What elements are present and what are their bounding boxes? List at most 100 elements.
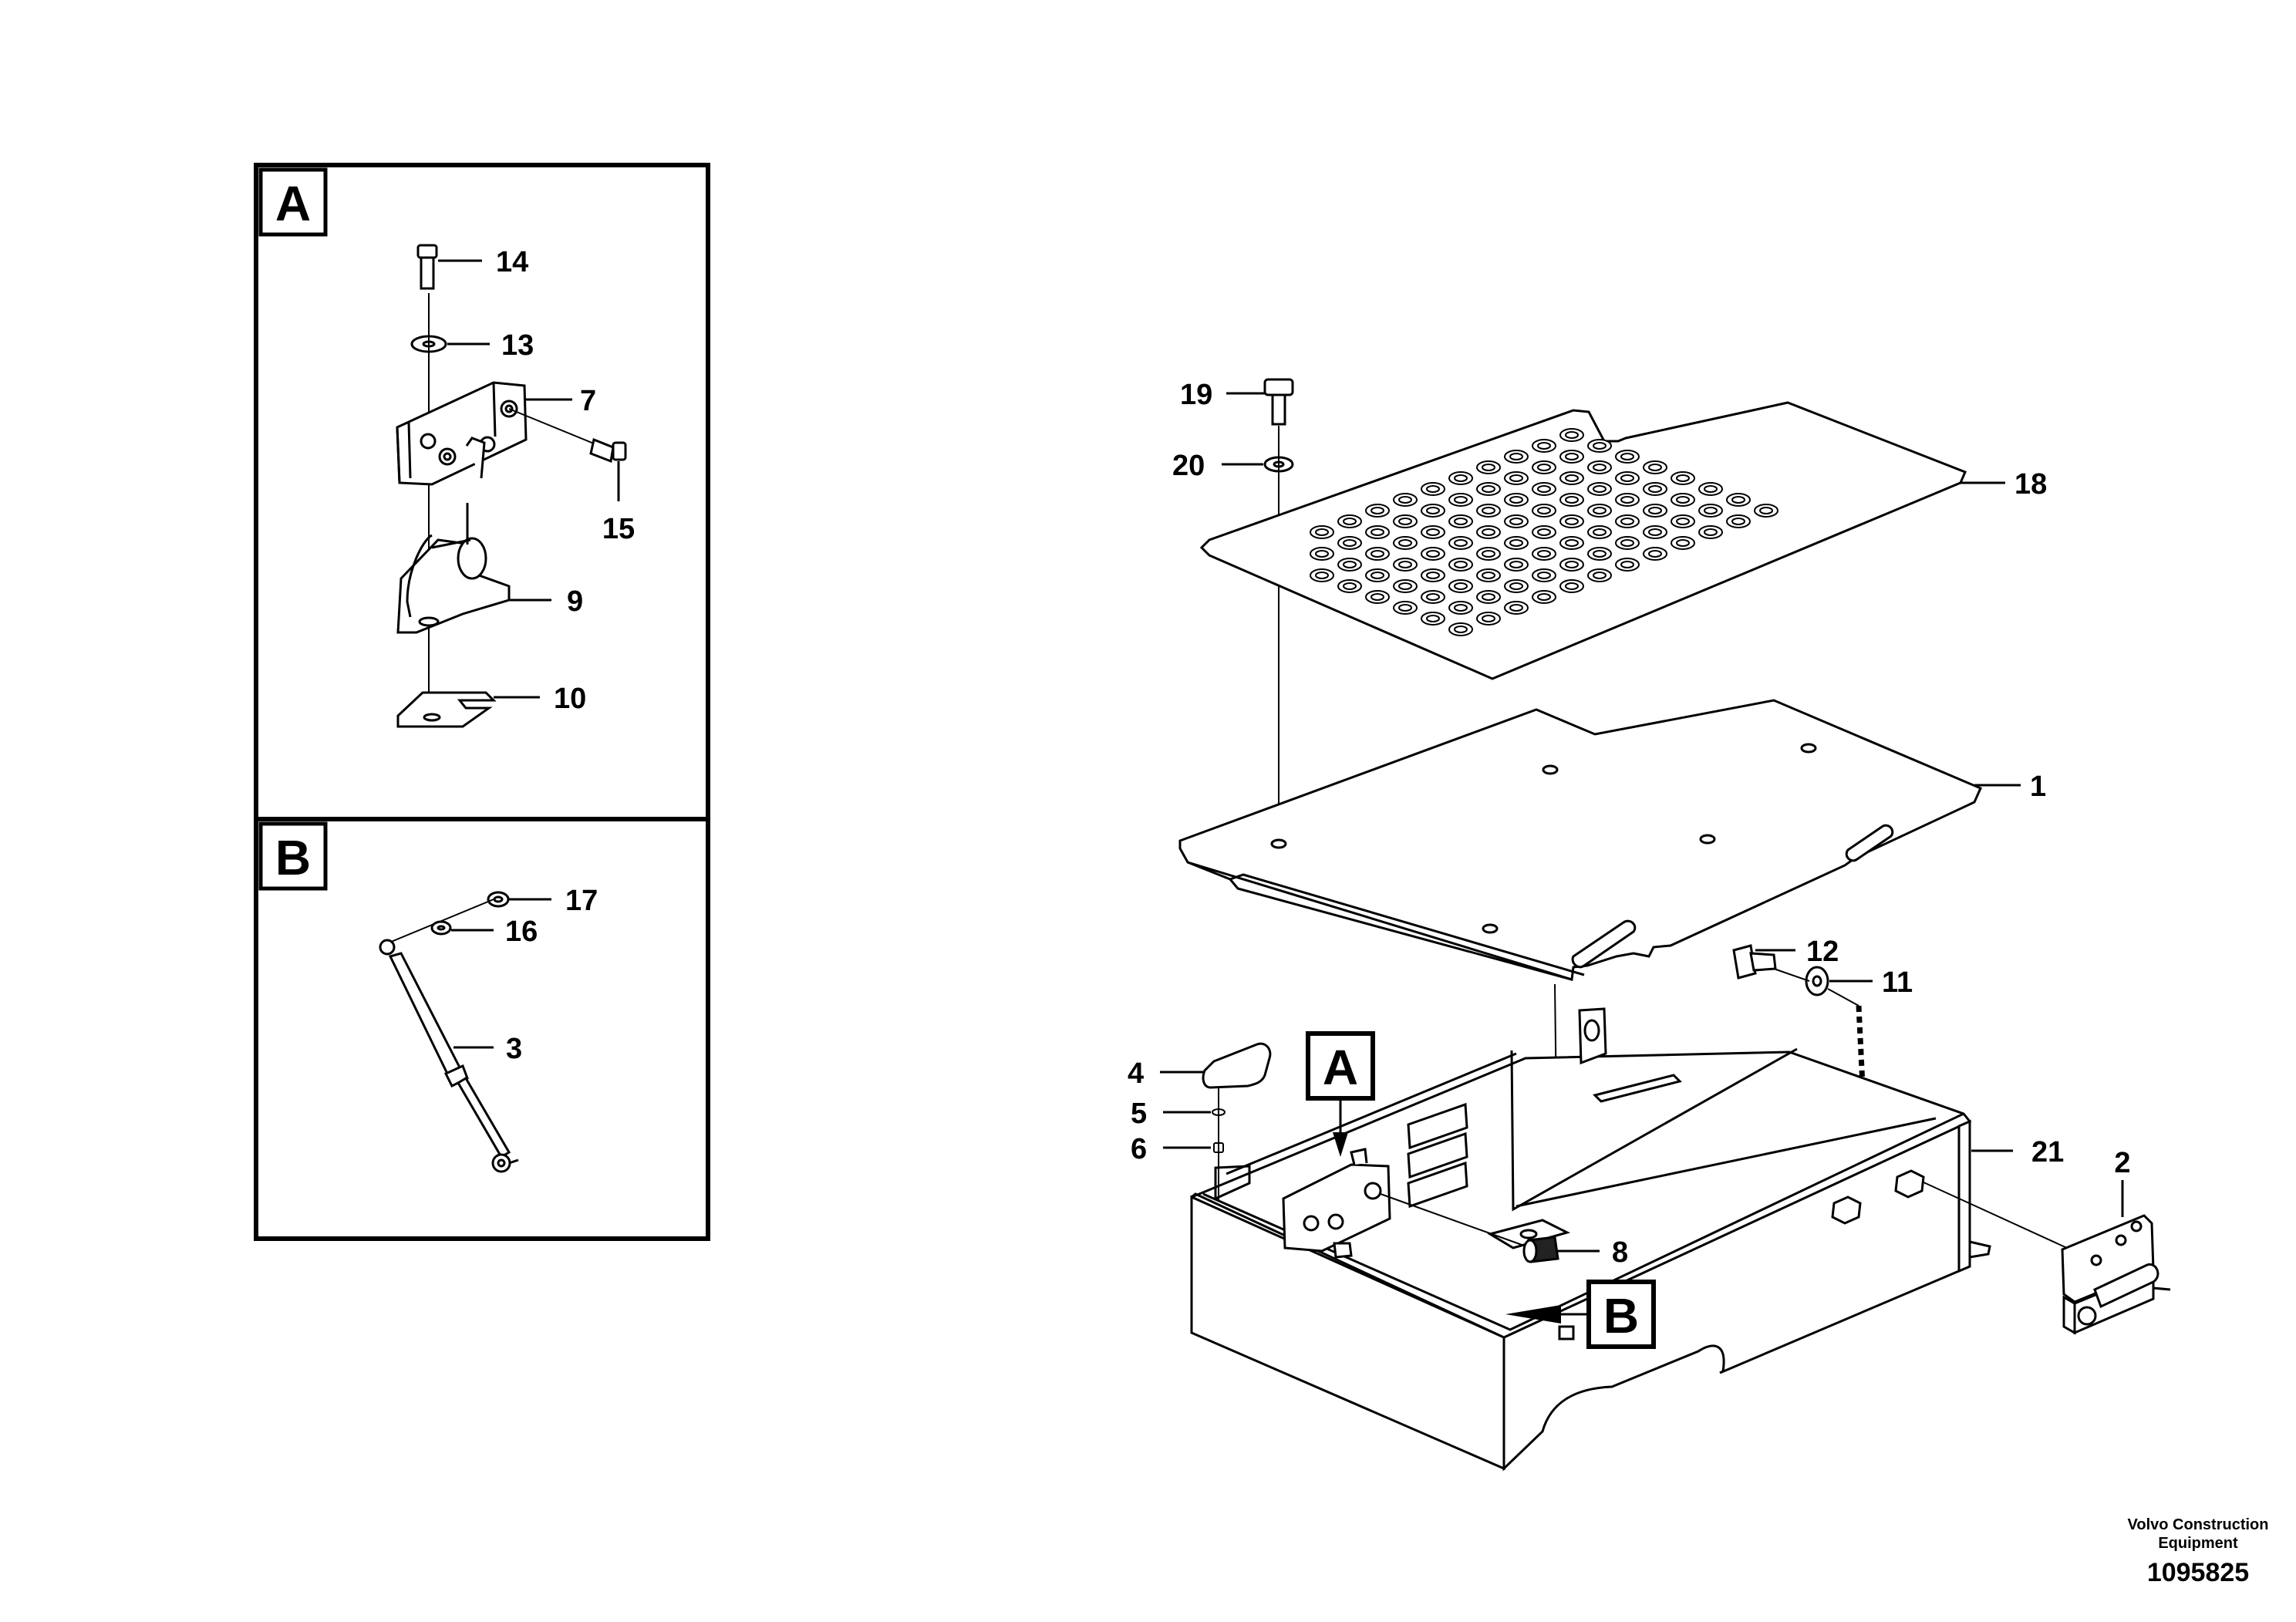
footer-brand-line2: Equipment	[2158, 1535, 2238, 1552]
mat-hole-inner	[1398, 604, 1412, 612]
screw-15-drawing	[589, 437, 627, 464]
mat-hole-inner	[1398, 518, 1412, 525]
mat-hole-inner	[1509, 561, 1523, 568]
mat-hole-inner	[1648, 507, 1662, 514]
mat-hole-inner	[1731, 496, 1745, 504]
callout-18: 18	[2014, 468, 2047, 501]
mat-hole-inner	[1426, 550, 1440, 558]
mat-hole-inner	[1482, 572, 1495, 579]
mat-hole-inner	[1509, 604, 1523, 612]
mat-hole-inner	[1593, 464, 1607, 471]
lock-7-drawing	[396, 381, 528, 486]
bracket-9-drawing	[396, 503, 511, 634]
mat-hole-inner	[1537, 528, 1551, 536]
mat-hole-inner	[1371, 572, 1384, 579]
ref-b-label: B	[1603, 1288, 1639, 1344]
callout-21: 21	[2031, 1136, 2064, 1168]
mat-hole-inner	[1482, 615, 1495, 622]
drawing-number: 1095825	[2146, 1558, 2250, 1587]
footer-brand-line1: Volvo Construction	[2127, 1516, 2269, 1533]
callout-7: 7	[580, 385, 596, 417]
axis-line-15	[508, 408, 604, 448]
callout-20: 20	[1172, 450, 1205, 482]
nut-17-drawing	[487, 891, 510, 908]
mat-hole-inner	[1426, 485, 1440, 493]
footer-brand: Volvo Construction Equipment	[2082, 1516, 2296, 1553]
cover-plate-1-drawing	[1178, 699, 1982, 981]
mat-hole-inner	[1565, 518, 1579, 525]
mat-hole-inner	[1371, 507, 1384, 514]
mat-hole-inner	[1593, 550, 1607, 558]
mat-hole-inner	[1315, 550, 1329, 558]
callout-1: 1	[2030, 771, 2046, 803]
floor-mat-18-drawing	[1199, 401, 1967, 680]
mat-hole-inner	[1593, 442, 1607, 450]
mat-hole-inner	[1759, 507, 1773, 514]
mat-hole-inner	[1482, 485, 1495, 493]
mat-hole-inner	[1565, 561, 1579, 568]
mat-hole-inner	[1704, 485, 1718, 493]
callout-15: 15	[602, 513, 635, 545]
mat-hole-inner	[1648, 550, 1662, 558]
mat-holes	[1310, 428, 1778, 636]
mat-hole-inner	[1593, 507, 1607, 514]
stop-4-drawing	[1202, 1042, 1272, 1089]
mat-hole-inner	[1371, 550, 1384, 558]
bolt-12-drawing	[1732, 944, 1777, 980]
axis-line-b	[385, 899, 494, 945]
mat-hole-inner	[1509, 518, 1523, 525]
mat-hole-inner	[1704, 507, 1718, 514]
mat-hole-inner	[1704, 528, 1718, 536]
callout-9: 9	[567, 585, 583, 618]
callout-14: 14	[496, 246, 528, 278]
mat-hole-inner	[1371, 593, 1384, 601]
shim-10-drawing	[396, 691, 497, 728]
mat-hole-inner	[1426, 593, 1440, 601]
box-21-drawing	[1190, 1007, 1991, 1472]
mat-hole-inner	[1676, 518, 1690, 525]
mat-hole-inner	[1426, 507, 1440, 514]
screw-8-drawing	[1522, 1236, 1559, 1263]
mat-hole-inner	[1731, 518, 1745, 525]
mat-hole-inner	[1509, 496, 1523, 504]
detail-view-b: B 17 16 3	[258, 821, 598, 1173]
mat-hole-inner	[1620, 539, 1634, 547]
lock-assembly-drawing	[1282, 1148, 1391, 1259]
ref-b-marker: B	[1505, 1280, 1656, 1349]
mat-hole-inner	[1648, 485, 1662, 493]
mat-hole-inner	[1676, 474, 1690, 482]
callout-10: 10	[554, 683, 586, 715]
mat-hole-inner	[1620, 496, 1634, 504]
mat-hole-inner	[1648, 528, 1662, 536]
mat-hole-inner	[1593, 528, 1607, 536]
mat-hole-inner	[1593, 572, 1607, 579]
callout-17: 17	[565, 885, 598, 917]
mat-hole-inner	[1593, 485, 1607, 493]
mat-hole-inner	[1398, 496, 1412, 504]
mat-hole-inner	[1315, 528, 1329, 536]
callout-12: 12	[1806, 936, 1839, 968]
mat-hole-inner	[1482, 507, 1495, 514]
mat-hole-inner	[1454, 582, 1468, 590]
mat-hole-inner	[1537, 485, 1551, 493]
detail-b-label: B	[275, 830, 311, 885]
bolt-19-drawing	[1263, 378, 1294, 426]
mat-hole-inner	[1537, 442, 1551, 450]
mat-hole-inner	[1565, 496, 1579, 504]
detail-view-a: A 14 13 7	[258, 167, 635, 728]
mat-hole-inner	[1426, 572, 1440, 579]
main-view: 19 20 18	[1128, 378, 2171, 1472]
mat-hole-inner	[1371, 528, 1384, 536]
mat-hole-inner	[1343, 518, 1357, 525]
callout-11: 11	[1882, 966, 1913, 999]
mat-hole-inner	[1620, 453, 1634, 460]
mat-hole-inner	[1426, 615, 1440, 622]
mat-hole-inner	[1343, 582, 1357, 590]
mat-hole-inner	[1676, 539, 1690, 547]
mat-hole-inner	[1343, 539, 1357, 547]
mat-hole-inner	[1565, 431, 1579, 439]
mat-hole-inner	[1482, 550, 1495, 558]
detail-a-label-box	[258, 167, 328, 237]
washer-11-drawing	[1805, 966, 1829, 996]
